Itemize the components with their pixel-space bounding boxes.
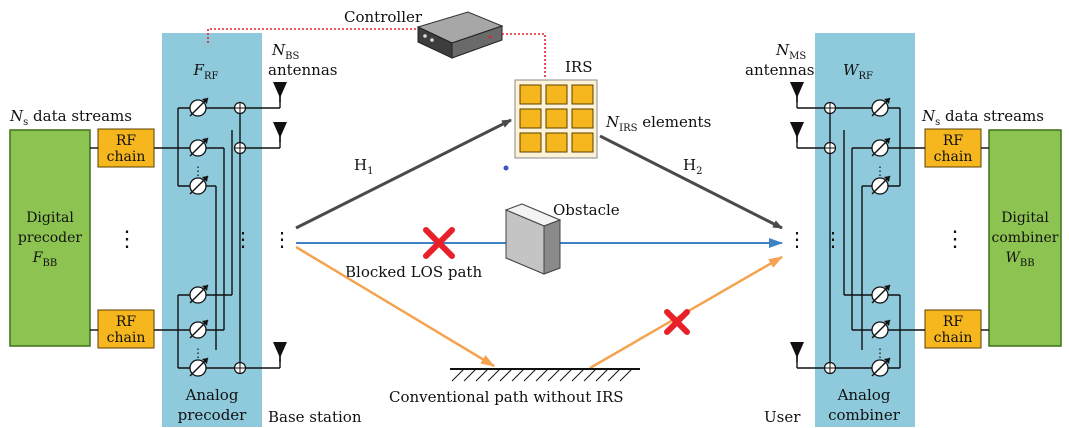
h1-label: H1 bbox=[354, 156, 373, 177]
bs-rf-chain-top bbox=[97, 128, 155, 168]
ms-panel-dots: ⋮ bbox=[823, 227, 843, 251]
blocked-los-label: Blocked LOS path bbox=[345, 263, 482, 281]
ms-adder-1 bbox=[823, 101, 837, 115]
ms-antennas-text: antennas bbox=[745, 61, 814, 79]
svg-text:⋮: ⋮ bbox=[192, 346, 204, 360]
bs-antennas-symbol: NBS bbox=[271, 41, 299, 62]
bs-rf-chain-top-l1: RF bbox=[116, 133, 137, 149]
bs-antenna-dots: ⋮ bbox=[272, 227, 292, 251]
svg-text:⋮: ⋮ bbox=[874, 346, 886, 360]
bs-rf-chain-bottom-l1: RF bbox=[116, 314, 137, 330]
ms-adder-2 bbox=[823, 141, 837, 155]
ms-antenna-2 bbox=[789, 121, 805, 143]
bs-panel-dots: ⋮ bbox=[233, 227, 253, 251]
digital-combiner-symbol: WBB bbox=[1005, 250, 1034, 269]
ms-antenna-3 bbox=[789, 341, 805, 363]
digital-combiner-line2: combiner bbox=[992, 230, 1059, 246]
irs-elements-label: NIRS elements bbox=[605, 113, 711, 134]
controller-label: Controller bbox=[344, 8, 423, 26]
bs-rf-chain-top-l2: chain bbox=[107, 149, 146, 165]
ms-antenna-dots: ⋮ bbox=[787, 227, 807, 251]
ms-rf-chain-bottom bbox=[924, 309, 982, 349]
bs-streams-label: Ns data streams bbox=[9, 107, 132, 128]
irs-label: IRS bbox=[565, 58, 593, 76]
irs-panel bbox=[514, 79, 598, 159]
ms-rf-chain-top-l2: chain bbox=[934, 149, 973, 165]
bs-adder-1 bbox=[233, 101, 247, 115]
digital-precoder-symbol: FBB bbox=[32, 250, 57, 269]
digital-precoder-box bbox=[9, 129, 91, 347]
digital-combiner-box bbox=[988, 129, 1062, 347]
ms-blue-panel bbox=[815, 33, 915, 427]
ms-analog-line2: combiner bbox=[828, 406, 901, 424]
ms-adder-3 bbox=[823, 361, 837, 375]
obstacle-block bbox=[504, 203, 562, 275]
h2-path bbox=[599, 134, 783, 230]
h1-path bbox=[295, 118, 512, 230]
control-link-irs bbox=[502, 33, 546, 78]
ms-antenna-1 bbox=[789, 81, 805, 103]
base-station-label: Base station bbox=[268, 408, 362, 426]
digital-precoder-line2: precoder bbox=[18, 230, 82, 246]
control-link-bs bbox=[207, 28, 418, 43]
ms-analog-line1: Analog bbox=[837, 386, 891, 404]
bs-analog-line2: precoder bbox=[178, 406, 248, 424]
h2-label: H2 bbox=[683, 156, 702, 177]
conventional-cross bbox=[664, 309, 690, 335]
ms-rf-chain-top-l1: RF bbox=[943, 133, 964, 149]
bs-streams-dots: ⋮ bbox=[116, 227, 138, 252]
digital-precoder-line1: Digital bbox=[26, 210, 74, 226]
blocked-cross bbox=[423, 227, 455, 259]
bs-precoder-rf-label: FRF bbox=[193, 61, 219, 82]
ms-antennas-symbol: NMS bbox=[775, 41, 806, 62]
bs-rf-chain-bottom bbox=[97, 309, 155, 349]
ms-analog-network bbox=[796, 96, 989, 369]
reflect-path-down bbox=[295, 245, 495, 368]
svg-text:⋮: ⋮ bbox=[874, 164, 886, 178]
svg-text:⋮: ⋮ bbox=[192, 164, 204, 178]
ms-rf-chain-top bbox=[924, 128, 982, 168]
bs-adder-3 bbox=[233, 361, 247, 375]
ms-streams-label: Ns data streams bbox=[921, 107, 1044, 128]
irs-marker-dot bbox=[503, 165, 509, 171]
digital-combiner-line1: Digital bbox=[1001, 210, 1049, 226]
bs-analog-line1: Analog bbox=[185, 386, 239, 404]
bs-rf-chain-bottom-l2: chain bbox=[107, 330, 146, 346]
bs-antennas-text: antennas bbox=[268, 61, 337, 79]
ms-combiner-rf-label: WRF bbox=[843, 61, 873, 82]
controller-device bbox=[416, 11, 504, 59]
obstacle-label: Obstacle bbox=[553, 201, 620, 219]
bs-antenna-1 bbox=[272, 81, 288, 103]
user-label: User bbox=[764, 408, 801, 426]
bs-adder-2 bbox=[233, 141, 247, 155]
bs-antenna-3 bbox=[272, 341, 288, 363]
ms-rf-chain-bottom-l1: RF bbox=[943, 314, 964, 330]
ms-streams-dots: ⋮ bbox=[944, 227, 966, 252]
conventional-path-label: Conventional path without IRS bbox=[389, 388, 624, 406]
ms-rf-chain-bottom-l2: chain bbox=[934, 330, 973, 346]
bs-antenna-2 bbox=[272, 121, 288, 143]
ground-surface bbox=[450, 368, 640, 382]
